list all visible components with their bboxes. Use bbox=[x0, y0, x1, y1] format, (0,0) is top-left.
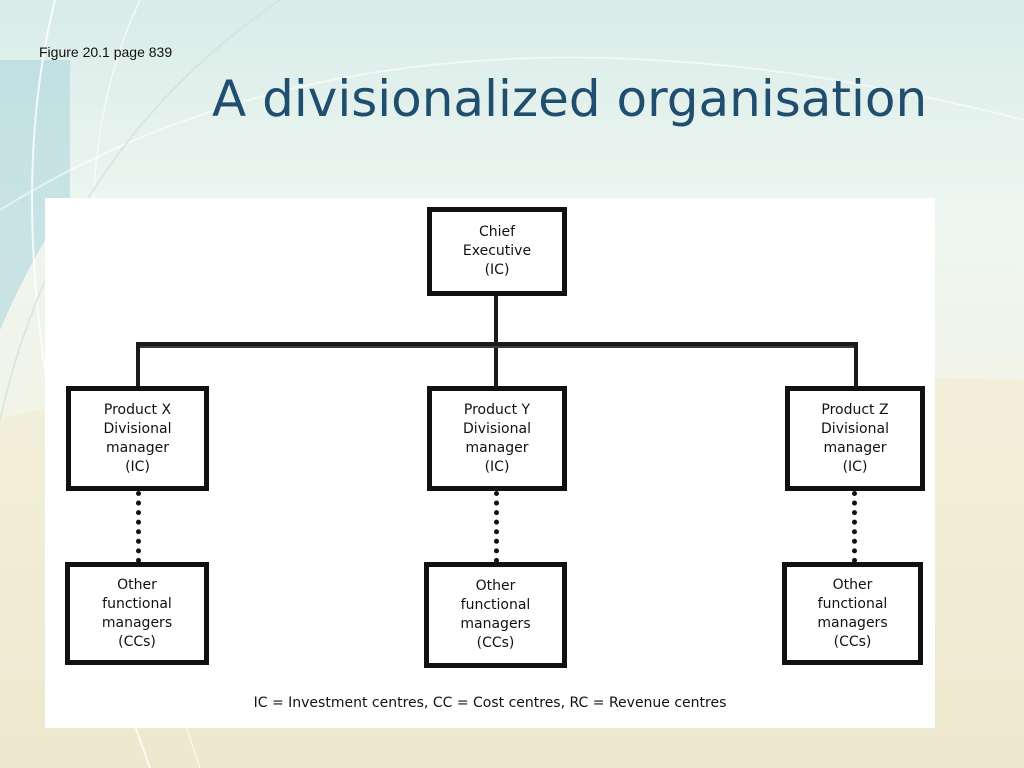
chief-executive-label: Chief Executive (IC) bbox=[462, 224, 532, 278]
product-x-manager-box: Product X Divisional manager (IC) bbox=[66, 386, 209, 491]
background-arc-4 bbox=[0, 0, 281, 421]
org-chart-diagram: Chief Executive (IC) Product X Divisiona… bbox=[45, 198, 935, 728]
product-z-manager-box: Product Z Divisional manager (IC) bbox=[785, 386, 925, 491]
product-y-manager-label: Product Y Divisional manager (IC) bbox=[463, 401, 531, 475]
chief-executive-box: Chief Executive (IC) bbox=[427, 207, 567, 296]
dashed-link-z bbox=[852, 491, 857, 563]
product-z-functional-box: Other functional managers (CCs) bbox=[782, 562, 923, 665]
diagram-legend: IC = Investment centres, CC = Cost centr… bbox=[253, 695, 727, 711]
branch-line-shadow bbox=[140, 346, 854, 348]
branch-drop-x bbox=[136, 342, 140, 388]
product-y-manager-box: Product Y Divisional manager (IC) bbox=[427, 386, 567, 491]
background-arc-3 bbox=[0, 56, 1024, 211]
background-teal-band bbox=[0, 60, 70, 330]
slide-title: A divisionalized organisation bbox=[212, 70, 928, 128]
branch-drop-z bbox=[854, 342, 858, 388]
product-z-functional-label: Other functional managers (CCs) bbox=[817, 576, 888, 650]
dashed-link-x bbox=[136, 491, 141, 563]
product-x-functional-label: Other functional managers (CCs) bbox=[101, 576, 173, 650]
chief-stem-line bbox=[494, 294, 498, 388]
figure-reference: Figure 20.1 page 839 bbox=[39, 44, 173, 60]
dashed-link-y bbox=[494, 491, 499, 563]
product-x-manager-label: Product X Divisional manager (IC) bbox=[103, 401, 172, 475]
horizontal-branch-line bbox=[136, 342, 858, 346]
product-z-manager-label: Product Z Divisional manager (IC) bbox=[821, 401, 889, 475]
product-x-functional-box: Other functional managers (CCs) bbox=[65, 562, 209, 665]
product-y-functional-label: Other functional managers (CCs) bbox=[460, 578, 531, 651]
product-y-functional-box: Other functional managers (CCs) bbox=[424, 562, 567, 668]
